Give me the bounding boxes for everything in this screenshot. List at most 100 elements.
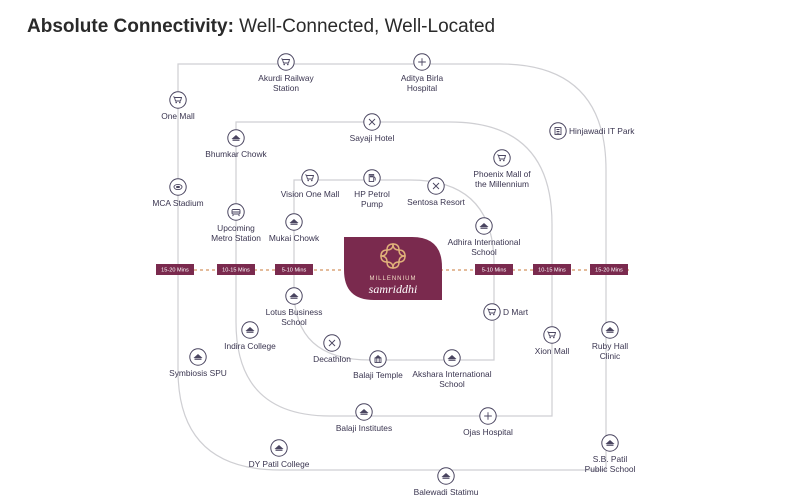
place-label: Akshara International: [412, 369, 491, 379]
place-sayaji-hotel: Sayaji Hotel: [350, 113, 395, 143]
svg-text:10-15 Mins: 10-15 Mins: [222, 268, 250, 274]
svg-text:5-10 Mins: 5-10 Mins: [282, 268, 307, 274]
fuel-icon: [368, 174, 376, 182]
metro-icon: [231, 209, 241, 217]
svg-text:10-15 Mins: 10-15 Mins: [538, 268, 566, 274]
place-balaji-institutes: Balaji Institutes: [336, 403, 392, 433]
logo-bottom: samriddhi: [369, 282, 418, 296]
cap-icon: [605, 440, 615, 446]
place-label: School: [439, 379, 465, 389]
place-hinjawadi-it-park: Hinjawadi IT Park: [549, 122, 635, 140]
plus-icon: [418, 58, 426, 66]
place-label: HP Petrol: [354, 189, 390, 199]
cap-icon: [231, 135, 241, 141]
place-label: Clinic: [600, 351, 620, 361]
cap-icon: [359, 409, 369, 415]
place-symbiosis-spu: Symbiosis SPU: [169, 348, 227, 378]
place-label: Public School: [585, 464, 636, 474]
place-marker: [549, 122, 567, 140]
cap-icon: [245, 327, 255, 333]
place-marker: [301, 169, 319, 187]
ring-tag-left-middle: 10-15 Mins: [217, 264, 255, 275]
place-label: Decathlon: [313, 354, 351, 364]
place-label: Hospital: [407, 83, 437, 93]
place-marker: [543, 326, 561, 344]
cap-icon: [289, 219, 299, 225]
place-label: Phoenix Mall of: [473, 169, 531, 179]
place-label: Balaji Institutes: [336, 423, 392, 433]
cap-icon: [289, 293, 299, 299]
ring-tag-right-middle: 10-15 Mins: [533, 264, 571, 275]
stadium-icon: [173, 183, 183, 191]
ring-tag-left-outer: 15-20 Mins: [156, 264, 194, 275]
place-label: MCA Stadium: [152, 198, 203, 208]
cross-icon: [432, 182, 440, 190]
place-marker: [169, 91, 187, 109]
page-title: Absolute Connectivity: Well-Connected, W…: [27, 16, 495, 38]
place-marker: [363, 169, 381, 187]
place-label: Indira College: [224, 341, 276, 351]
cart-icon: [487, 308, 497, 316]
cart-icon: [281, 58, 291, 66]
logo-top: MILLENNIUM: [369, 276, 416, 282]
place-label: One Mall: [161, 111, 195, 121]
place-label: Balewadi Statimu: [414, 487, 479, 497]
cap-icon: [274, 445, 284, 451]
place-label: Xion Mall: [535, 346, 570, 356]
title-rest: Well-Connected, Well-Located: [233, 16, 496, 37]
place-label: Ruby Hall: [592, 341, 628, 351]
place-label: Akurdi Railway: [258, 73, 314, 83]
place-sentosa-resort: Sentosa Resort: [407, 177, 466, 207]
place-d-mart: D Mart: [483, 303, 529, 321]
title-bold: Absolute Connectivity:: [27, 16, 234, 37]
place-label: Upcoming: [217, 223, 255, 233]
place-mukai-chowk: Mukai Chowk: [269, 213, 320, 243]
svg-text:15-20 Mins: 15-20 Mins: [161, 268, 189, 274]
logo-mark: [380, 243, 406, 269]
place-bhumkar-chowk: Bhumkar Chowk: [205, 129, 268, 159]
cart-icon: [173, 96, 183, 104]
place-label: the Millennium: [475, 179, 529, 189]
place-mca-stadium: MCA Stadium: [152, 178, 204, 208]
place-vision-one-mall: Vision One Mall: [281, 169, 340, 199]
place-label: Lotus Business: [266, 307, 323, 317]
place-label: Sayaji Hotel: [350, 133, 395, 143]
cart-icon: [497, 154, 507, 162]
place-label: Vision One Mall: [281, 189, 340, 199]
svg-text:5-10 Mins: 5-10 Mins: [482, 268, 507, 274]
place-label: Station: [273, 83, 299, 93]
place-label: Adhira International: [448, 237, 521, 247]
place-marker: [369, 350, 387, 368]
place-label: S.B. Patil: [593, 454, 628, 464]
place-one-mall: One Mall: [161, 91, 195, 121]
place-marker: [277, 53, 295, 71]
place-label: Ojas Hospital: [463, 427, 513, 437]
cap-icon: [193, 354, 203, 360]
svg-text:15-20 Mins: 15-20 Mins: [595, 268, 623, 274]
place-marker: [483, 303, 501, 321]
cap-icon: [441, 473, 451, 479]
place-ojas-hospital: Ojas Hospital: [463, 407, 513, 437]
place-label: Sentosa Resort: [407, 197, 465, 207]
cross-icon: [368, 118, 376, 126]
place-xion-mall: Xion Mall: [535, 326, 570, 356]
place-label: School: [281, 317, 307, 327]
place-balaji-temple: Balaji Temple: [353, 350, 403, 380]
place-label: DY Patil College: [249, 459, 310, 469]
place-label: Metro Station: [211, 233, 261, 243]
place-decathlon: Decathlon: [313, 334, 351, 364]
cap-icon: [479, 223, 489, 229]
office-icon: [554, 127, 562, 135]
place-label: Pump: [361, 199, 383, 209]
